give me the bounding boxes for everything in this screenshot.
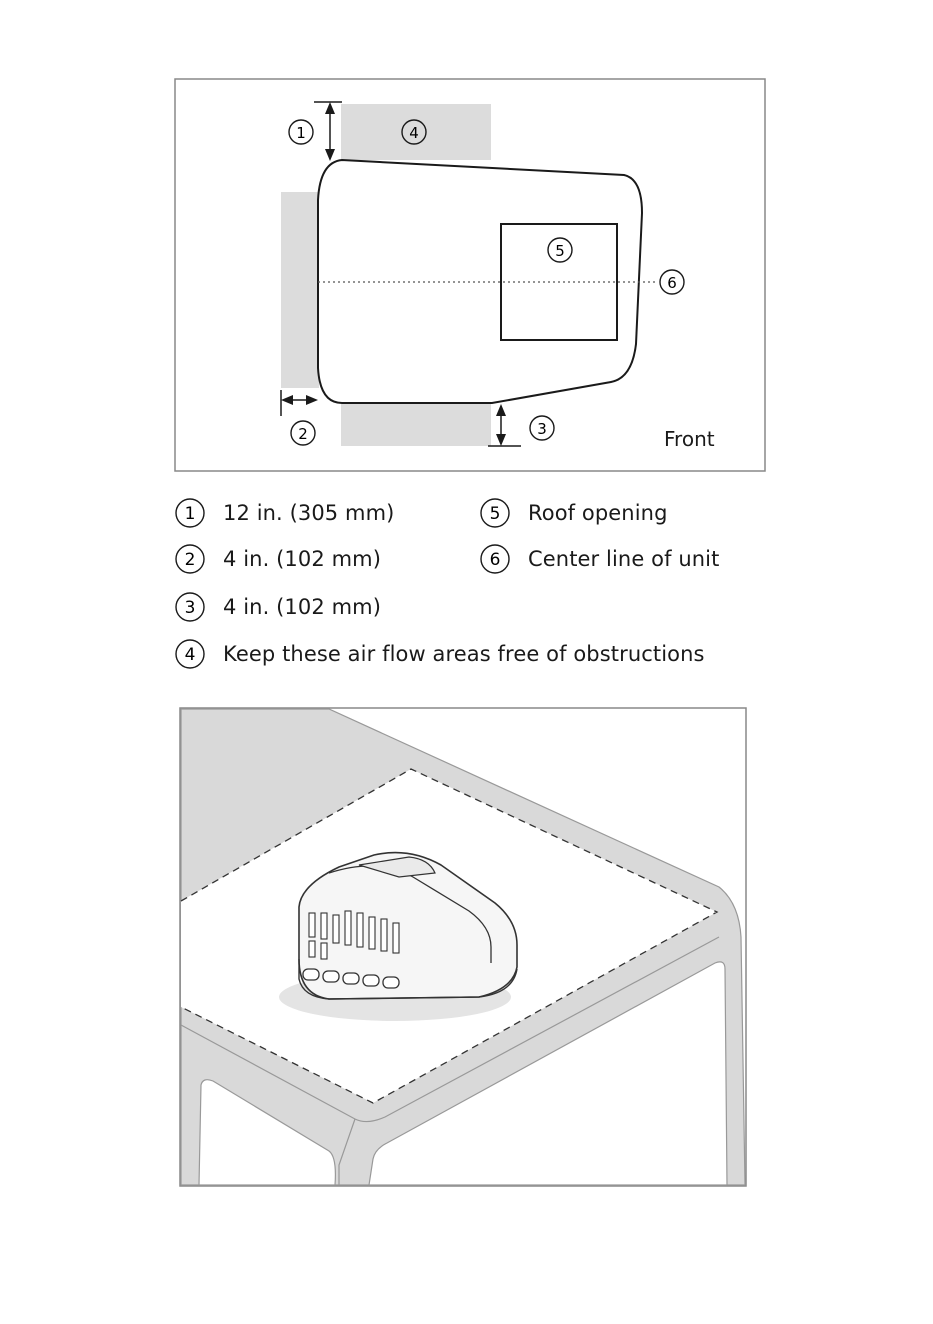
legend-number-6: 6 bbox=[479, 543, 511, 575]
svg-text:5: 5 bbox=[490, 504, 501, 524]
clearance-plan-diagram: 1 4 5 6 2 3 Front bbox=[174, 78, 766, 472]
legend-item-5: 5 Roof opening bbox=[479, 496, 668, 530]
clearance-zone-bottom bbox=[341, 404, 491, 446]
svg-text:5: 5 bbox=[555, 242, 565, 260]
legend-number-3: 3 bbox=[174, 591, 206, 623]
legend-text-2: 4 in. (102 mm) bbox=[223, 547, 381, 571]
legend-item-4: 4 Keep these air flow areas free of obst… bbox=[174, 637, 705, 671]
legend-text-1: 12 in. (305 mm) bbox=[223, 501, 394, 525]
legend-item-2: 2 4 in. (102 mm) bbox=[174, 542, 381, 576]
rv-roof-illustration bbox=[179, 707, 747, 1187]
legend-text-3: 4 in. (102 mm) bbox=[223, 595, 381, 619]
clearance-zone-side bbox=[281, 192, 319, 388]
legend-text-4: Keep these air flow areas free of obstru… bbox=[223, 642, 705, 666]
svg-text:6: 6 bbox=[667, 274, 677, 292]
legend-number-1: 1 bbox=[174, 497, 206, 529]
legend: 1 12 in. (305 mm) 2 4 in. (102 mm) 3 4 i… bbox=[174, 494, 774, 674]
legend-number-5: 5 bbox=[479, 497, 511, 529]
legend-item-3: 3 4 in. (102 mm) bbox=[174, 590, 381, 624]
svg-text:1: 1 bbox=[296, 124, 306, 142]
svg-text:4: 4 bbox=[409, 124, 419, 142]
legend-number-4: 4 bbox=[174, 638, 206, 670]
legend-item-6: 6 Center line of unit bbox=[479, 542, 719, 576]
svg-text:3: 3 bbox=[537, 420, 547, 438]
svg-text:6: 6 bbox=[490, 550, 501, 570]
svg-text:2: 2 bbox=[298, 425, 308, 443]
front-label: Front bbox=[664, 427, 715, 451]
legend-text-6: Center line of unit bbox=[528, 547, 719, 571]
svg-text:2: 2 bbox=[185, 550, 196, 570]
legend-item-1: 1 12 in. (305 mm) bbox=[174, 496, 394, 530]
svg-text:1: 1 bbox=[185, 504, 196, 524]
legend-text-5: Roof opening bbox=[528, 501, 668, 525]
svg-text:4: 4 bbox=[185, 645, 196, 665]
svg-text:3: 3 bbox=[185, 598, 196, 618]
legend-number-2: 2 bbox=[174, 543, 206, 575]
